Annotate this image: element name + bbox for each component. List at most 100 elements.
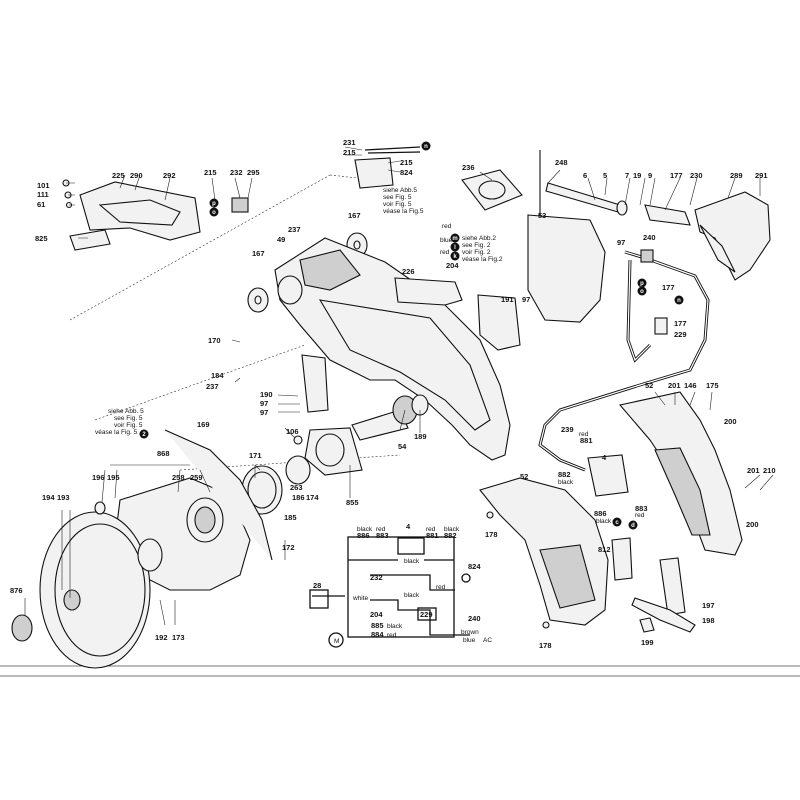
part-236-plate-hole bbox=[478, 180, 506, 200]
callout-label: 248 bbox=[555, 158, 568, 167]
part-231-wire bbox=[364, 146, 421, 154]
callout-label: 195 bbox=[107, 473, 120, 482]
circle-marker: p bbox=[209, 198, 219, 208]
callout-label: brown bbox=[461, 629, 479, 636]
leaders-top-right bbox=[479, 169, 761, 211]
callout-label: 173 bbox=[172, 633, 185, 642]
part-197-lever bbox=[659, 557, 686, 616]
callout-label: 106 bbox=[286, 427, 299, 436]
part-171-ring-inner bbox=[247, 471, 277, 509]
callout-label: 232 bbox=[370, 573, 383, 582]
part-106-pin bbox=[293, 435, 303, 445]
callout-label: 291 bbox=[755, 171, 768, 180]
callout-label: 9 bbox=[648, 171, 652, 180]
leaders-guard bbox=[101, 464, 351, 503]
callout-label: 210 bbox=[763, 466, 776, 475]
callout-label: 5 bbox=[603, 171, 607, 180]
callout-label: white bbox=[352, 595, 369, 602]
callout-label: 200 bbox=[746, 520, 759, 529]
callout-label: 193 bbox=[57, 493, 70, 502]
callout-label: 868 bbox=[157, 449, 170, 458]
callout-label: 240 bbox=[468, 614, 481, 623]
callout-label: 204 bbox=[446, 261, 459, 270]
circle-marker: n bbox=[421, 141, 431, 151]
circle-marker-disc bbox=[450, 251, 460, 261]
part-194-flange bbox=[63, 589, 81, 611]
part-7-knob bbox=[616, 200, 628, 216]
schematic-outer bbox=[347, 536, 455, 638]
callout-label: 215 bbox=[343, 148, 356, 157]
callout-label: 185 bbox=[284, 513, 297, 522]
callout-label: 196 bbox=[92, 473, 105, 482]
circle-marker-disc bbox=[674, 295, 684, 305]
callout-label: véase la Fig. 5 bbox=[95, 429, 138, 436]
callout-label: 230 bbox=[690, 171, 703, 180]
callout-label: black bbox=[404, 558, 420, 565]
circle-marker: d bbox=[628, 520, 638, 530]
schematic-wires bbox=[348, 559, 455, 591]
callout-label: red bbox=[376, 526, 386, 533]
callout-label: 192 bbox=[155, 633, 168, 642]
callout-label: 258 bbox=[172, 473, 185, 482]
circle-marker-letter: c bbox=[615, 520, 619, 526]
callout-label: 4 bbox=[406, 522, 411, 531]
callout-label: red bbox=[426, 526, 436, 533]
circle-marker-disc bbox=[637, 278, 647, 288]
part-guard-hub-center bbox=[194, 506, 216, 534]
part-pivot-boss bbox=[277, 275, 303, 305]
callout-label: 201 bbox=[747, 466, 760, 475]
callout-label: 263 bbox=[290, 483, 303, 492]
callout-label: 174 bbox=[306, 493, 319, 502]
callout-label: 881 bbox=[580, 436, 593, 445]
callout-label: voir Fig. 5 bbox=[383, 201, 412, 208]
callout-label: 199 bbox=[641, 638, 654, 647]
callout-label: 882 bbox=[444, 531, 457, 540]
callout-label: 52 bbox=[645, 381, 653, 390]
callout-label: 289 bbox=[730, 171, 743, 180]
circle-marker-disc bbox=[421, 141, 431, 151]
callout-label: black bbox=[404, 592, 420, 599]
callout-label: 175 bbox=[706, 381, 719, 390]
callout-label: 259 bbox=[190, 473, 203, 482]
circle-marker-disc bbox=[209, 198, 219, 208]
callout-label: 97 bbox=[617, 238, 625, 247]
callout-label: siehe Abb.2 bbox=[462, 235, 496, 242]
callout-label: 237 bbox=[206, 382, 219, 391]
callout-label: 240 bbox=[643, 233, 656, 242]
callout-label: 229 bbox=[674, 330, 687, 339]
callout-label: 225 bbox=[112, 171, 125, 180]
leaders-top-switch bbox=[344, 146, 401, 173]
leaders-top-left bbox=[66, 174, 253, 239]
leaders-mid bbox=[231, 339, 421, 439]
part-blade-washer bbox=[137, 538, 163, 572]
callout-label: 28 bbox=[313, 581, 321, 590]
circle-marker: m bbox=[450, 233, 460, 243]
part-52-handle-grip-opening bbox=[654, 447, 711, 536]
callout-label: red bbox=[635, 512, 645, 519]
callout-label: 884 bbox=[371, 630, 384, 639]
callout-label: 170 bbox=[208, 336, 221, 345]
power-cable-core bbox=[539, 251, 709, 471]
circle-marker-letter: k bbox=[453, 254, 457, 260]
circle-marker-letter: o bbox=[640, 289, 644, 295]
part-cover-inner bbox=[98, 199, 181, 226]
schematic-switch-4 bbox=[397, 537, 425, 555]
callout-label: 886 bbox=[594, 509, 607, 518]
part-226-bracket bbox=[394, 277, 463, 306]
part-876-nut bbox=[11, 614, 33, 642]
circle-marker-letter: l bbox=[454, 245, 456, 251]
schematic-229 bbox=[417, 607, 437, 621]
callout-label: 886 bbox=[357, 531, 370, 540]
part-spindle bbox=[351, 409, 409, 441]
circle-marker-disc bbox=[637, 286, 647, 296]
part-52-handle-grip bbox=[539, 544, 596, 609]
circle-marker: p bbox=[637, 278, 647, 288]
callout-label: 295 bbox=[247, 168, 260, 177]
circle-marker: n bbox=[674, 295, 684, 305]
callout-label: véase la Fig.5 bbox=[383, 208, 424, 215]
part-190-plate bbox=[301, 354, 329, 413]
part-240-clip bbox=[640, 249, 654, 263]
circle-marker-disc bbox=[209, 207, 219, 217]
